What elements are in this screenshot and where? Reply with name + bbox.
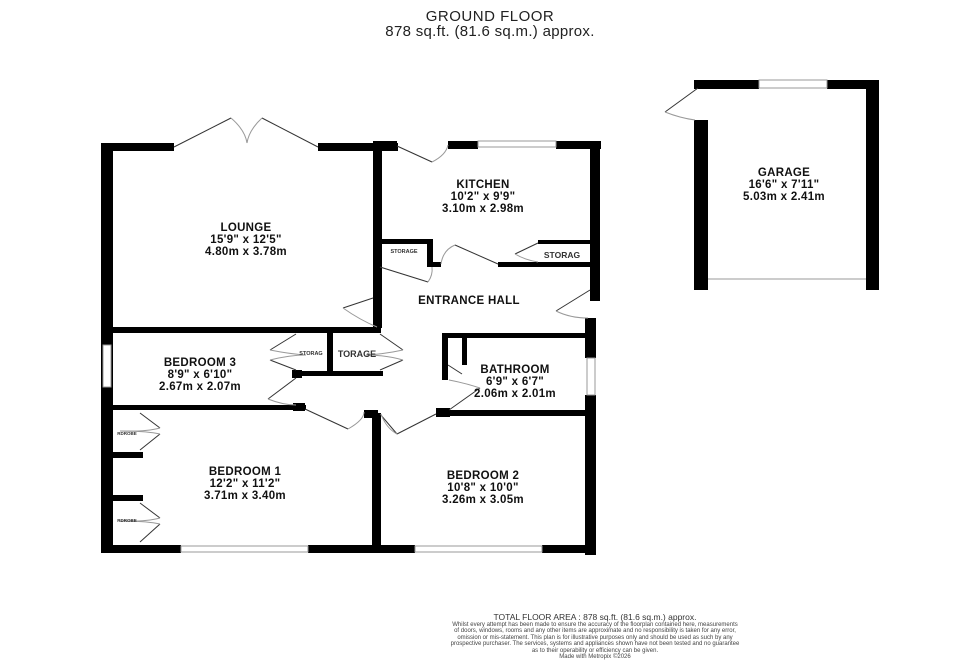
total-floor-area: TOTAL FLOOR AREA : 878 sq.ft. (81.6 sq.m… (493, 612, 697, 622)
room-imperial: 6'9" x 6'7" (485, 376, 545, 388)
disclaimer-line: omission or mis-statement. This plan is … (457, 634, 733, 641)
room-metric: 4.80m x 3.78m (205, 246, 287, 258)
storage-label: STORAGE (390, 249, 418, 255)
room-imperial: 10'2" x 9'9" (450, 191, 516, 203)
room-imperial: 12'2" x 11'2" (209, 478, 281, 490)
room-imperial: 8'9" x 6'10" (167, 369, 233, 381)
room-imperial: 10'8" x 10'0" (447, 482, 519, 494)
disclaimer-line: Whilst every attempt has been made to en… (452, 622, 738, 628)
disclaimer: Whilst every attempt has been made to en… (370, 622, 820, 660)
room-name: BEDROOM 1 (208, 466, 282, 478)
wardrobe-label: RDROBE (117, 518, 137, 523)
doors (119, 87, 699, 543)
room-kitchen: KITCHEN 10'2" x 9'9" 3.10m x 2.98m (442, 179, 524, 215)
room-metric: 2.06m x 2.01m (474, 388, 556, 400)
windows (102, 79, 866, 553)
room-name: LOUNGE (220, 222, 272, 234)
room-name: BATHROOM (480, 364, 550, 376)
disclaimer-line: Made with Metropix ©2026 (559, 654, 631, 660)
room-bathroom: BATHROOM 6'9" x 6'7" 2.06m x 2.01m (474, 364, 556, 400)
room-metric: 5.03m x 2.41m (743, 191, 825, 203)
room-entrance-hall: ENTRANCE HALL (418, 295, 520, 307)
room-garage: GARAGE 16'6" x 7'11" 5.03m x 2.41m (743, 167, 825, 203)
walls (101, 80, 879, 555)
storage-label: STORAG (299, 351, 323, 357)
storage-label: STORAG (543, 250, 581, 260)
room-name: KITCHEN (456, 179, 510, 191)
room-name: ENTRANCE HALL (418, 295, 520, 307)
room-lounge: LOUNGE 15'9" x 12'5" 4.80m x 3.78m (205, 222, 287, 258)
floor-title: GROUND FLOOR (425, 8, 555, 25)
room-metric: 3.71m x 3.40m (204, 490, 286, 502)
floor-area: 878 sq.ft. (81.6 sq.m.) approx. (385, 23, 595, 40)
room-metric: 3.26m x 3.05m (442, 494, 524, 506)
room-metric: 3.10m x 2.98m (442, 203, 524, 215)
room-name: BEDROOM 3 (163, 357, 237, 369)
room-bedroom-3: BEDROOM 3 8'9" x 6'10" 2.67m x 2.07m (159, 357, 241, 393)
disclaimer-line: as to their operability or efficiency ca… (531, 647, 659, 654)
wardrobe-label: RDROBE (117, 431, 137, 436)
disclaimer-line: of doors, windows, rooms and any other i… (454, 628, 736, 635)
room-imperial: 16'6" x 7'11" (748, 179, 820, 191)
storage-label: TORAGE (337, 349, 377, 359)
room-name: GARAGE (757, 167, 811, 179)
room-name: BEDROOM 2 (446, 470, 520, 482)
room-bedroom-1: BEDROOM 1 12'2" x 11'2" 3.71m x 3.40m (204, 466, 286, 502)
room-bedroom-2: BEDROOM 2 10'8" x 10'0" 3.26m x 3.05m (442, 470, 524, 506)
room-imperial: 15'9" x 12'5" (210, 234, 282, 246)
room-metric: 2.67m x 2.07m (159, 381, 241, 393)
disclaimer-line: prospective purchaser. The services, sys… (450, 641, 740, 648)
